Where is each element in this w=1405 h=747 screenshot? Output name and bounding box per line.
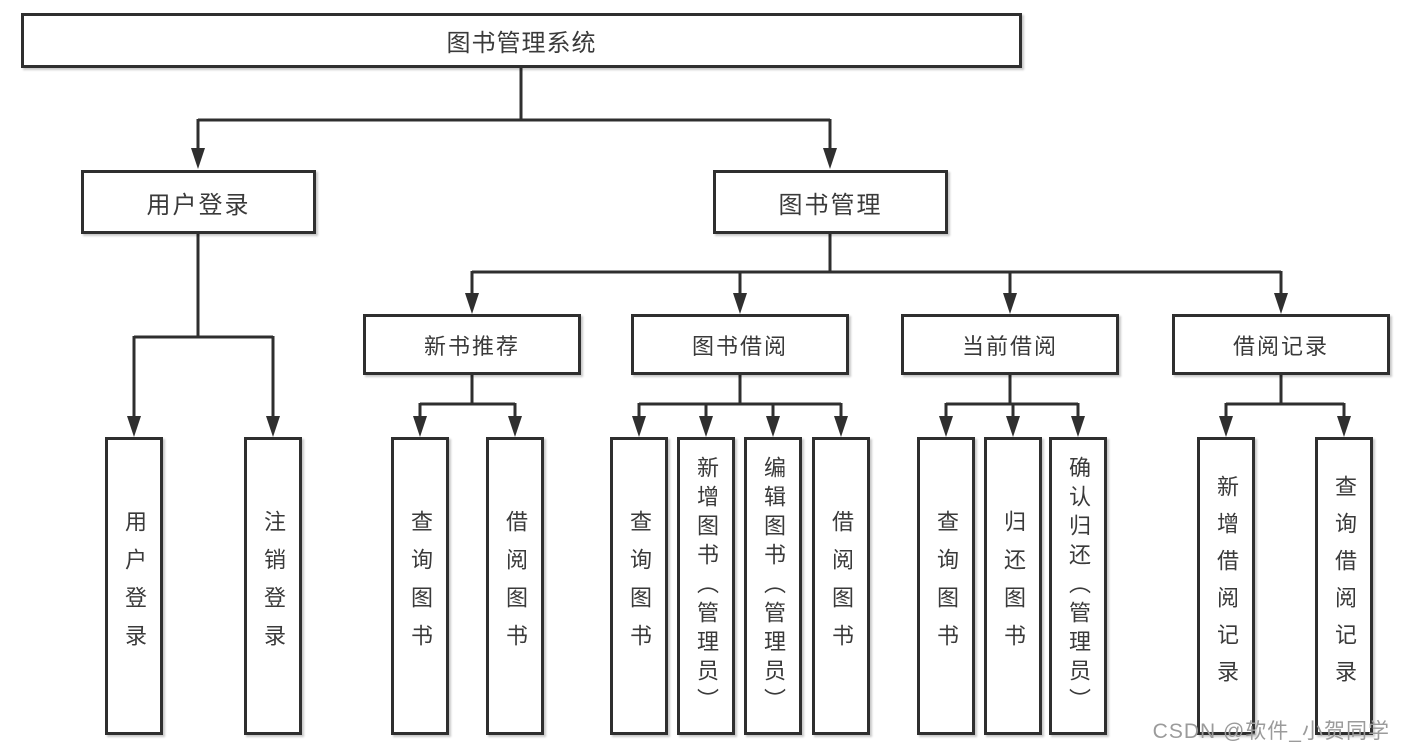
node-label: 新增借阅记录 xyxy=(1214,475,1239,697)
leaf-query-books-current: 查询图书 xyxy=(917,437,975,735)
leaf-confirm-return-admin: 确认归还（管理员） xyxy=(1049,437,1107,735)
watermark-text: CSDN @软件_小贺同学 xyxy=(1152,720,1390,743)
node-label: 确认归还（管理员） xyxy=(1066,455,1091,717)
node-label: 借阅图书 xyxy=(829,510,854,662)
arrow-down-icons xyxy=(127,148,1351,437)
node-borrow-records: 借阅记录 xyxy=(1172,314,1390,375)
node-label: 新书推荐 xyxy=(423,333,520,359)
leaf-user-login: 用户登录 xyxy=(105,437,163,735)
leaf-add-borrow-record: 新增借阅记录 xyxy=(1197,437,1255,735)
node-label: 用户登录 xyxy=(146,191,251,219)
node-label: 归还图书 xyxy=(1001,510,1026,662)
leaf-return-books: 归还图书 xyxy=(984,437,1042,735)
node-current-borrow: 当前借阅 xyxy=(901,314,1119,375)
connector-lines xyxy=(132,68,1346,420)
node-label: 借阅图书 xyxy=(503,510,528,662)
node-label: 编辑图书（管理员） xyxy=(761,455,786,717)
node-label: 查询借阅记录 xyxy=(1332,475,1357,697)
leaf-logout: 注销登录 xyxy=(244,437,302,735)
node-new-book-recommend: 新书推荐 xyxy=(363,314,581,375)
leaf-query-borrow-record: 查询借阅记录 xyxy=(1315,437,1373,735)
leaf-add-books-admin: 新增图书（管理员） xyxy=(677,437,735,735)
node-label: 查询图书 xyxy=(408,510,433,662)
node-root: 图书管理系统 xyxy=(21,13,1022,68)
node-label: 图书管理系统 xyxy=(446,30,597,57)
node-book-borrow: 图书借阅 xyxy=(631,314,849,375)
node-label: 注销登录 xyxy=(261,510,286,662)
node-label: 用户登录 xyxy=(122,510,147,662)
leaf-query-books-recommend: 查询图书 xyxy=(391,437,449,735)
node-label: 查询图书 xyxy=(934,510,959,662)
node-label: 图书借阅 xyxy=(691,333,788,359)
node-label: 新增图书（管理员） xyxy=(694,455,719,717)
node-label: 查询图书 xyxy=(627,510,652,662)
leaf-edit-books-admin: 编辑图书（管理员） xyxy=(744,437,802,735)
leaf-borrow-books-borrow: 借阅图书 xyxy=(812,437,870,735)
node-label: 借阅记录 xyxy=(1232,333,1329,359)
node-label: 图书管理 xyxy=(778,191,883,219)
leaf-query-books-borrow: 查询图书 xyxy=(610,437,668,735)
node-book-management: 图书管理 xyxy=(713,170,948,234)
leaf-borrow-books-recommend: 借阅图书 xyxy=(486,437,544,735)
node-label: 当前借阅 xyxy=(961,333,1058,359)
node-user-login-branch: 用户登录 xyxy=(81,170,316,234)
